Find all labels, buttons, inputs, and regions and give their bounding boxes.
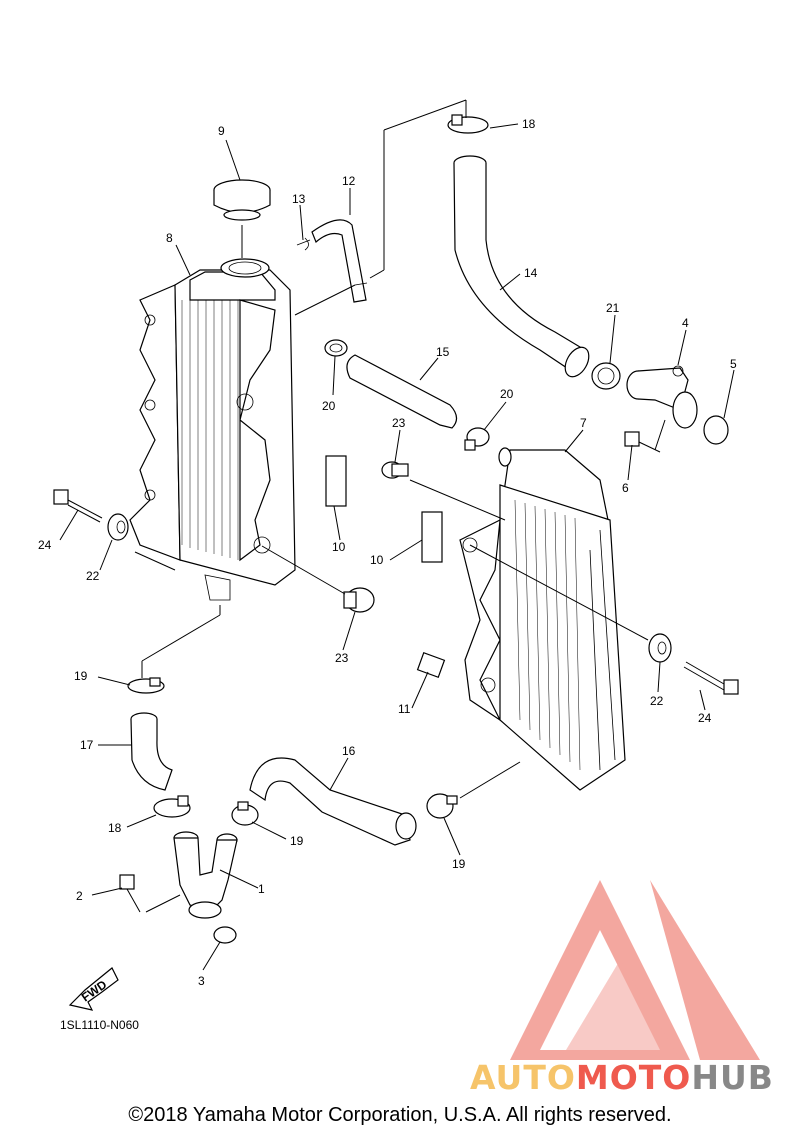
hose-16 bbox=[249, 757, 417, 846]
label-18-bottom: 18 bbox=[108, 821, 122, 835]
label-24-right: 24 bbox=[698, 711, 712, 725]
grommet-22-left bbox=[107, 513, 129, 541]
pad-11 bbox=[416, 652, 446, 678]
bracket-10-right bbox=[421, 511, 443, 563]
label-9: 9 bbox=[218, 124, 225, 138]
watermark-text: AUTOMOTOHUB bbox=[470, 1058, 774, 1097]
clip-13 bbox=[296, 237, 311, 251]
clamp-19-left bbox=[127, 677, 165, 694]
label-13: 13 bbox=[292, 192, 306, 206]
fwd-arrow-icon: FWD bbox=[68, 967, 119, 1011]
leader-lines bbox=[134, 99, 666, 913]
bolt-24-left bbox=[53, 489, 103, 523]
label-3: 3 bbox=[198, 974, 205, 988]
right-radiator-fins bbox=[514, 499, 581, 771]
part-labels: 9 8 13 12 18 14 15 20 20 21 4 5 6 7 23 1… bbox=[38, 117, 737, 988]
right-radiator bbox=[459, 447, 626, 791]
copyright-notice: ©2018 Yamaha Motor Corporation, U.S.A. A… bbox=[128, 1104, 672, 1126]
automotohub-logo bbox=[510, 880, 760, 1060]
radiator-cap bbox=[213, 179, 271, 278]
diagram-code: 1SL1110-N060 bbox=[60, 1018, 139, 1032]
label-19-left: 19 bbox=[74, 669, 88, 683]
label-21: 21 bbox=[606, 301, 620, 315]
clamp-21 bbox=[591, 362, 621, 390]
hose-14 bbox=[453, 155, 590, 378]
label-5: 5 bbox=[730, 357, 737, 371]
clamp-18-bottom bbox=[153, 795, 191, 818]
y-pipe-1 bbox=[173, 831, 238, 919]
watermark-hub: HUB bbox=[691, 1058, 774, 1097]
collar-23-right bbox=[381, 461, 409, 479]
clamp-20-left bbox=[324, 339, 348, 357]
hose-15 bbox=[346, 354, 458, 429]
label-19-right: 19 bbox=[452, 857, 466, 871]
label-2: 2 bbox=[76, 889, 83, 903]
bolt-24-right bbox=[683, 661, 739, 695]
label-15: 15 bbox=[436, 345, 450, 359]
hose-12 bbox=[311, 219, 368, 303]
fitting-4 bbox=[626, 365, 698, 429]
collar-23-left bbox=[343, 587, 375, 613]
label-14: 14 bbox=[524, 266, 538, 280]
watermark-auto: AUTO bbox=[470, 1058, 576, 1097]
clamp-20-right bbox=[464, 427, 490, 451]
o-ring-3 bbox=[213, 926, 237, 944]
label-22-left: 22 bbox=[86, 569, 100, 583]
label-11: 11 bbox=[398, 702, 411, 716]
o-ring-5 bbox=[703, 415, 729, 445]
label-20-right: 20 bbox=[500, 387, 514, 401]
label-18-top: 18 bbox=[522, 117, 536, 131]
left-radiator-fins bbox=[181, 300, 239, 560]
label-23-left: 23 bbox=[335, 651, 349, 665]
watermark-moto: MOTO bbox=[575, 1058, 692, 1097]
label-6: 6 bbox=[622, 481, 629, 495]
label-24-left: 24 bbox=[38, 538, 52, 552]
clamp-19-right bbox=[426, 793, 458, 819]
label-7: 7 bbox=[580, 416, 587, 430]
callout-lines bbox=[59, 123, 735, 971]
clamp-18-top bbox=[447, 114, 489, 134]
label-8: 8 bbox=[166, 231, 173, 245]
left-radiator bbox=[129, 269, 296, 601]
label-10-left: 10 bbox=[332, 540, 346, 554]
bolt-6 bbox=[624, 431, 661, 453]
label-4: 4 bbox=[682, 316, 689, 330]
bracket-10-left bbox=[325, 455, 347, 507]
label-22-right: 22 bbox=[650, 694, 664, 708]
label-17: 17 bbox=[80, 738, 94, 752]
hose-17 bbox=[130, 712, 173, 791]
label-12: 12 bbox=[342, 174, 356, 188]
label-19-middle: 19 bbox=[290, 834, 304, 848]
label-16: 16 bbox=[342, 744, 356, 758]
label-23-right: 23 bbox=[392, 416, 406, 430]
bolt-2 bbox=[119, 874, 141, 913]
label-1: 1 bbox=[258, 882, 265, 896]
clamp-19-middle bbox=[231, 801, 259, 826]
label-10-right: 10 bbox=[370, 553, 384, 567]
label-20-left: 20 bbox=[322, 399, 336, 413]
grommet-22-right bbox=[648, 633, 672, 663]
